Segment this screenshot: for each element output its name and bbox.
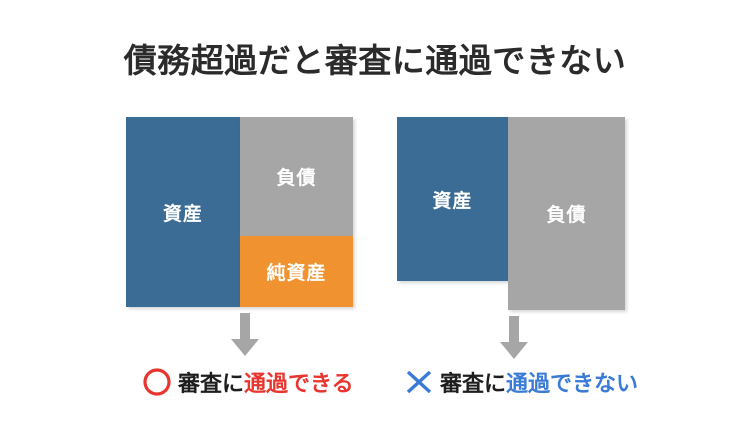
page-title: 債務超過だと審査に通過できない — [123, 42, 627, 79]
right-assets-block: 資産 — [397, 117, 508, 281]
left-liabilities-block: 負債 — [240, 117, 353, 236]
left-verdict-prefix: 審査に — [178, 371, 245, 396]
right-assets-label: 資産 — [432, 190, 473, 212]
left-equity-label: 純資産 — [266, 263, 327, 284]
right-liabilities-block: 負債 — [508, 117, 625, 310]
cross-mark-icon — [406, 370, 432, 394]
down-arrow-icon-right — [500, 316, 528, 359]
down-arrow-icon-left — [231, 313, 259, 356]
right-liabilities-label: 負債 — [546, 205, 587, 226]
right-verdict-prefix: 審査に — [440, 371, 507, 396]
circle-mark-icon — [143, 368, 171, 396]
left-verdict-emphasis: 通過できる — [244, 371, 354, 396]
left-verdict: 審査に 通過できる — [142, 366, 354, 398]
right-verdict-emphasis: 通過できない — [506, 371, 639, 396]
left-liabilities-label: 負債 — [276, 168, 317, 189]
left-equity-block: 純資産 — [240, 236, 353, 307]
right-verdict: 審査に 通過できない — [404, 366, 638, 398]
left-assets-label: 資産 — [162, 203, 203, 225]
left-assets-block: 資産 — [126, 117, 240, 307]
